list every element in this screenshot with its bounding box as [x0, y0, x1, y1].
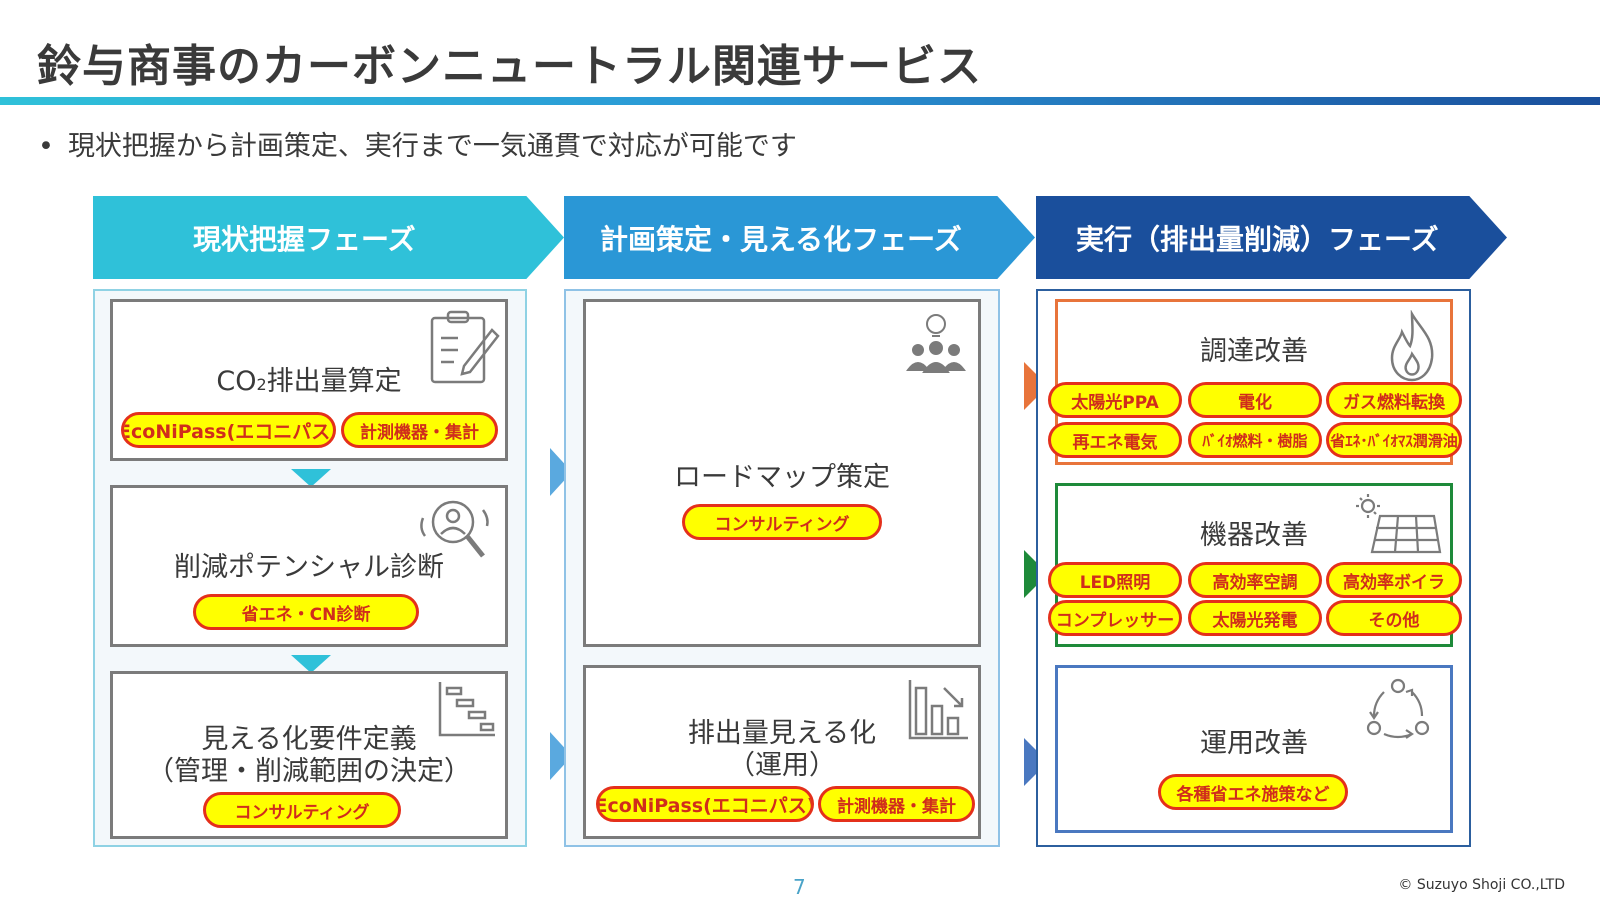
phase-label: 実行（排出量削減）フェーズ [1076, 222, 1439, 256]
tag-bio-fuel: ﾊﾞｲｵ燃料・樹脂 [1188, 422, 1322, 458]
box-reduction-potential: 削減ポテンシャル診断 省エネ・CN診断 [110, 485, 508, 647]
gantt-icon [437, 680, 497, 738]
tag-measurement: 計測機器・集計 [341, 412, 498, 448]
title-subscript: 2 [256, 375, 267, 394]
tag-solar-ppa: 太陽光PPA [1048, 382, 1182, 418]
bullet: • [38, 131, 54, 162]
tag-high-efficiency-boiler: 高効率ボイラ [1326, 562, 1462, 598]
tag-gas-fuel-conversion: ガス燃料転換 [1326, 382, 1462, 418]
copyright: © Suzuyo Shoji CO.,LTD [1398, 877, 1565, 893]
tag-solar-power: 太陽光発電 [1188, 600, 1322, 636]
box-roadmap: ロードマップ策定 コンサルティング [583, 299, 981, 647]
flame-icon [1386, 310, 1438, 382]
box-title-line2: （運用） [728, 750, 836, 781]
tag-others: その他 [1326, 600, 1462, 636]
page-title: 鈴与商事のカーボンニュートラル関連サービス [37, 41, 982, 92]
bar-chart-icon [908, 678, 970, 740]
subtitle-text: 現状把握から計画策定、実行まで一気通貫で対応が可能です [67, 131, 797, 162]
box-title: CO2排出量算定 [113, 366, 505, 398]
column-planning: ロードマップ策定 コンサルティング 排出量見える化 （運用） EcoNiPass… [564, 289, 1000, 847]
column-execution: 調達改善 太陽光PPA 電化 ガス燃料転換 再エネ電気 ﾊﾞｲｵ燃料・樹脂 省ｴ… [1036, 289, 1471, 847]
phase-header-execution: 実行（排出量削減）フェーズ [1036, 196, 1507, 279]
title-co: CO [216, 366, 257, 397]
box-title: 機器改善 [1200, 520, 1308, 551]
tag-energy-diagnosis: 省エネ・CN診断 [193, 594, 419, 630]
tag-energy-saving-measures: 各種省エネ施策など [1158, 774, 1348, 810]
down-arrow [291, 655, 331, 673]
search-person-icon [417, 496, 493, 562]
box-title-line2: （管理・削減範囲の決定） [147, 756, 471, 787]
title-underline [0, 97, 1600, 105]
box-title-line1: 排出量見える化 [687, 718, 877, 749]
tag-renewable-electricity: 再エネ電気 [1048, 422, 1182, 458]
phase-label: 計画策定・見える化フェーズ [600, 222, 962, 256]
phase-header-current-state: 現状把握フェーズ [93, 196, 564, 279]
tag-compressor: コンプレッサー [1048, 600, 1182, 636]
box-title: 運用改善 [1200, 728, 1308, 759]
solar-panel-icon [1356, 492, 1442, 558]
phase-header-planning: 計画策定・見える化フェーズ [564, 196, 1035, 279]
box-operation: 運用改善 各種省エネ施策など [1055, 665, 1453, 833]
tag-consulting: コンサルティング [203, 792, 401, 828]
page-number: 7 [793, 875, 806, 899]
title-rest: 排出量算定 [266, 366, 402, 397]
tag-consulting: コンサルティング [682, 504, 882, 540]
box-co2-calculation: CO2排出量算定 EcoNiPass(エコニパス) 計測機器・集計 [110, 299, 508, 461]
box-title: 削減ポテンシャル診断 [174, 552, 444, 583]
down-arrow [291, 469, 331, 487]
box-procurement: 調達改善 太陽光PPA 電化 ガス燃料転換 再エネ電気 ﾊﾞｲｵ燃料・樹脂 省ｴ… [1048, 299, 1462, 465]
box-title-line1: 見える化要件定義 [201, 724, 417, 755]
box-emission-visualization: 排出量見える化 （運用） EcoNiPass(エコニパス) 計測機器・集計 [583, 665, 981, 839]
tag-measurement: 計測機器・集計 [818, 786, 975, 822]
page-subtitle: • 現状把握から計画策定、実行まで一気通貫で対応が可能です [38, 124, 797, 163]
box-visualization-requirements: 見える化要件定義 （管理・削減範囲の決定） コンサルティング [110, 671, 508, 839]
column-current-state: CO2排出量算定 EcoNiPass(エコニパス) 計測機器・集計 削減ポテンシ… [93, 289, 527, 847]
tag-high-efficiency-ac: 高効率空調 [1188, 562, 1322, 598]
box-title: ロードマップ策定 [674, 462, 890, 493]
phase-label: 現状把握フェーズ [193, 222, 416, 256]
clipboard-icon [428, 308, 500, 386]
team-idea-icon [904, 310, 968, 374]
box-equipment: 機器改善 LED照明 高効率空調 高効率ボイラ コンプレッサー 太陽光発電 その… [1048, 483, 1462, 647]
tag-led-lighting: LED照明 [1048, 562, 1182, 598]
tag-biomass-lubricant: 省ｴﾈ･ﾊﾞｲｵﾏｽ潤滑油 [1326, 422, 1462, 458]
tag-econipass: EcoNiPass(エコニパス) [596, 786, 814, 822]
box-title: 調達改善 [1200, 336, 1308, 367]
tag-econipass: EcoNiPass(エコニパス) [121, 412, 336, 448]
tag-electrification: 電化 [1188, 382, 1322, 418]
cycle-icon [1366, 678, 1430, 740]
